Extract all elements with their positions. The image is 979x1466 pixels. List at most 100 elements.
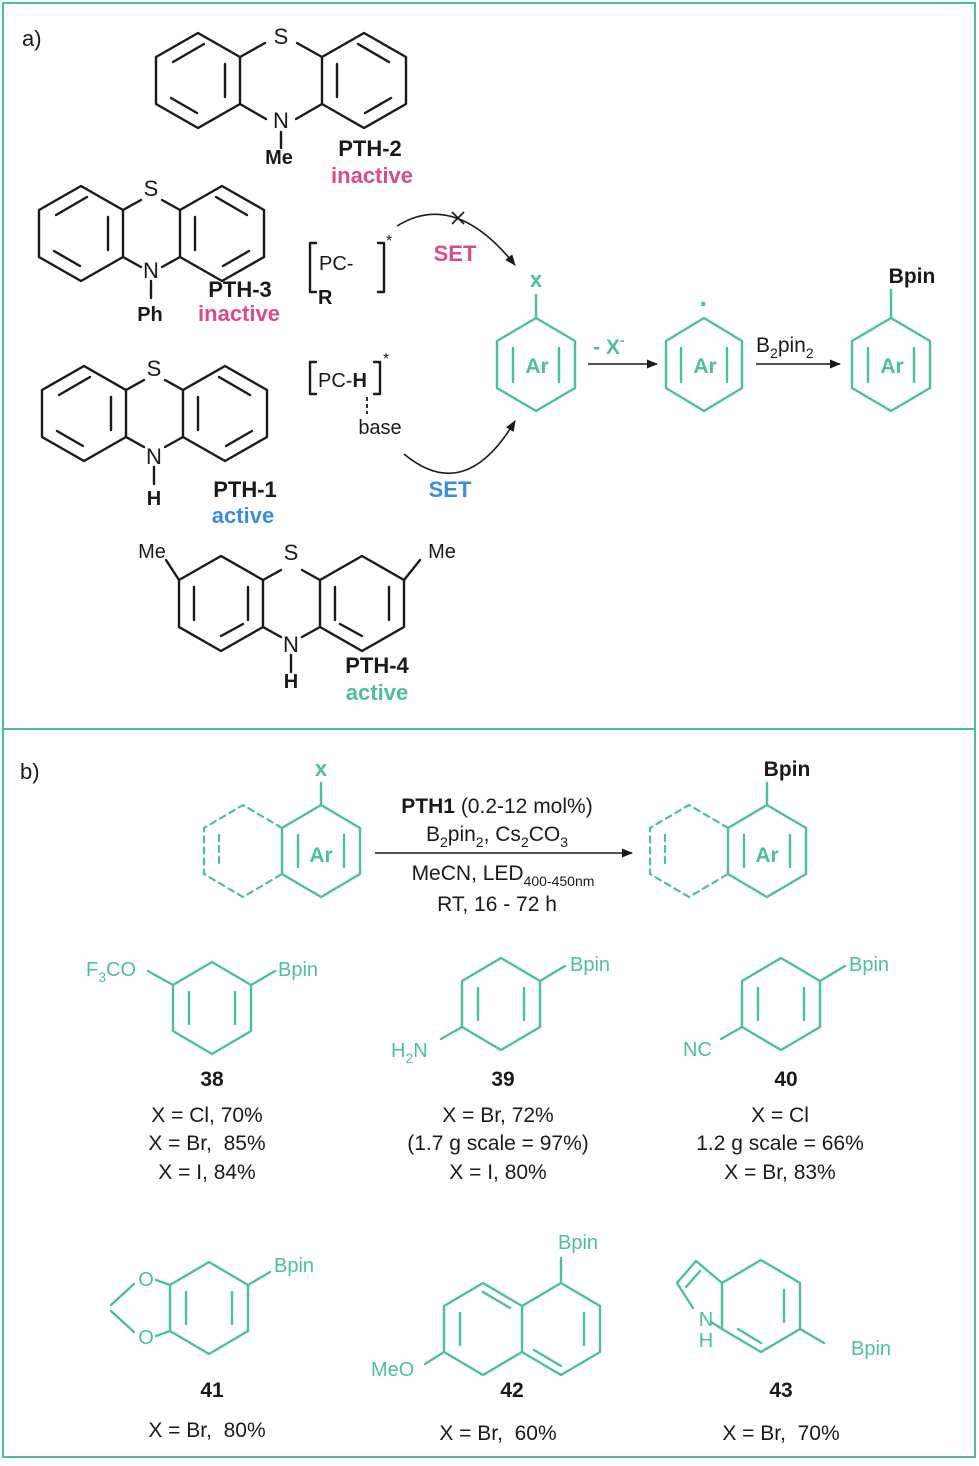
panel-b-label: b) (20, 759, 40, 784)
pth2-structure (154, 31, 408, 150)
compound-38-yield-1: X = Cl, 70% (151, 1104, 262, 1127)
pth3-name: PTH-3 (208, 277, 272, 302)
catalyst-line: PTH1 (0.2-12 mol%) (401, 795, 592, 818)
pc-r-bracket (308, 241, 386, 294)
pc-r-substituent: R (318, 287, 333, 309)
conditions-line: RT, 16 - 72 h (437, 893, 557, 916)
pc-r-star: * (386, 233, 392, 250)
pth4-nitrogen: N (283, 632, 299, 657)
compound-38-structure (146, 960, 277, 1056)
pth2-status: inactive (331, 163, 413, 188)
compound-40-yield-2: 1.2 g scale = 66% (696, 1132, 864, 1155)
compound-38-substituent: F3CO (86, 959, 136, 985)
compound-39-substituent: H2N (391, 1040, 428, 1066)
compound-40-bpin: Bpin (849, 954, 889, 976)
compound-41-yield-1: X = Br, 80% (148, 1419, 265, 1442)
compound-43-yield-1: X = Br, 70% (722, 1422, 839, 1445)
compound-43-hydrogen: H (699, 1330, 713, 1352)
solvent-light-line: MeCN, LED400-450nm (412, 862, 595, 889)
pth3-structure (37, 184, 266, 300)
radical-dot: · (699, 288, 708, 319)
pth4-status: active (346, 680, 408, 705)
compound-42-bpin: Bpin (558, 1232, 598, 1254)
pth2-sulfur: S (274, 24, 289, 49)
compound-40-yield-1: X = Cl (751, 1104, 809, 1127)
compound-39-yield-1: X = Br, 72% (442, 1104, 553, 1127)
pth3-sulfur: S (144, 176, 159, 201)
pth4-sulfur: S (284, 540, 299, 565)
set-top-label: SET (434, 241, 477, 266)
pth3-nitrogen: N (143, 258, 159, 283)
pc-h-label: PC-H (318, 370, 367, 392)
pth2-name: PTH-2 (338, 136, 402, 161)
compound-42-yield-1: X = Br, 60% (439, 1422, 556, 1445)
compound-40-structure (719, 956, 847, 1052)
compound-41-number: 41 (200, 1379, 224, 1402)
compound-39-bpin: Bpin (570, 954, 610, 976)
pth4-name: PTH-4 (345, 653, 409, 678)
pth1-sulfur: S (147, 356, 162, 381)
pth3-phenyl: Ph (137, 304, 163, 326)
panel-a-label: a) (22, 26, 42, 51)
halide-x-label: x (530, 267, 543, 292)
pc-r-label: PC- (319, 253, 353, 275)
base-label: base (358, 417, 401, 439)
compound-38-yield-2: X = Br, 85% (148, 1132, 265, 1155)
compound-39-number: 39 (491, 1068, 514, 1091)
set-arc-bottom (403, 420, 516, 475)
pc-h-star: * (383, 351, 389, 368)
compound-43-bpin: Bpin (851, 1338, 891, 1360)
pth3-status: inactive (198, 301, 280, 326)
pth2-nitrogen: N (273, 108, 289, 133)
compound-39-yield-2: (1.7 g scale = 97%) (407, 1132, 589, 1155)
product-bpin-label: Bpin (889, 265, 936, 288)
borylation-reagent: B2pin2 (756, 334, 814, 361)
compound-42-structure (423, 1256, 602, 1377)
pth1-status: active (212, 503, 274, 528)
compound-39-yield-3: X = I, 80% (449, 1161, 546, 1184)
blocked-mark-icon (451, 211, 465, 225)
pth4-methyl-right: Me (428, 541, 456, 563)
halide-loss-label: - X- (593, 332, 625, 359)
compound-40-number: 40 (774, 1068, 797, 1091)
set-bottom-label: SET (429, 477, 472, 502)
substrate-structure (202, 781, 362, 899)
set-arc-top (396, 213, 516, 266)
product-bpin: Bpin (764, 758, 811, 781)
compound-43-nitrogen: N (699, 1309, 713, 1331)
compound-41-oxygen-top: O (138, 1269, 154, 1291)
compound-42-number: 42 (500, 1379, 523, 1402)
pc-h-bracket (308, 360, 382, 414)
compound-38-bpin: Bpin (278, 959, 318, 981)
compound-43-structure (675, 1258, 826, 1354)
compound-39-structure (439, 956, 567, 1052)
aryl-halide-ar: Ar (525, 355, 548, 378)
pth4-hydrogen: H (284, 671, 298, 693)
compound-41-oxygen-bottom: O (138, 1327, 154, 1349)
aryl-boronate-ring (850, 288, 932, 413)
aryl-halide-ring (495, 293, 577, 413)
pth4-methyl-left: Me (138, 541, 166, 563)
reagent-line: B2pin2, Cs2CO3 (426, 823, 568, 850)
pth1-hydrogen: H (147, 488, 161, 510)
compound-41-bpin: Bpin (274, 1255, 314, 1277)
aryl-boronate-ar: Ar (880, 355, 903, 378)
compound-42-substituent: MeO (371, 1359, 414, 1381)
substrate-x-label: x (315, 756, 328, 781)
compound-40-substituent: NC (683, 1039, 712, 1061)
pth2-methyl: Me (265, 147, 293, 169)
substrate-ar: Ar (309, 844, 332, 867)
pth1-nitrogen: N (146, 444, 162, 469)
pth4-structure (164, 554, 422, 674)
pth1-structure (40, 364, 269, 486)
compound-38-yield-3: X = I, 84% (158, 1161, 255, 1184)
aryl-radical-ar: Ar (693, 355, 716, 378)
pth1-name: PTH-1 (213, 477, 277, 502)
product-ar: Ar (755, 844, 778, 867)
product-structure (648, 781, 808, 899)
compound-40-yield-3: X = Br, 83% (724, 1161, 835, 1184)
compound-43-number: 43 (769, 1379, 792, 1402)
compound-41-structure (109, 1260, 272, 1356)
